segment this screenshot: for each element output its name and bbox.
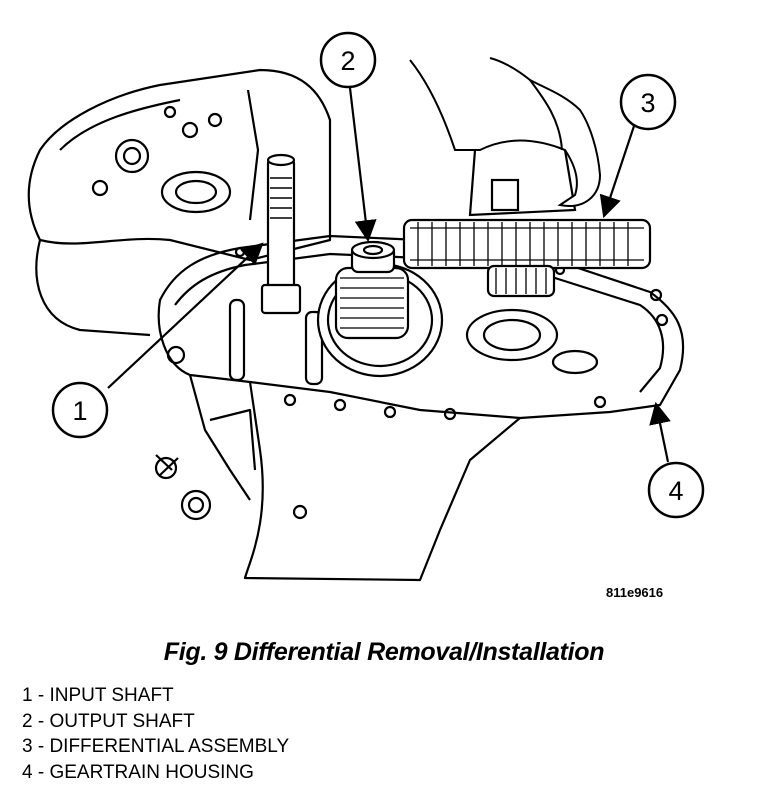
differential-assembly (402, 136, 652, 298)
legend-item: 1 - INPUT SHAFT (22, 685, 174, 706)
input-shaft (228, 153, 324, 386)
legend-item: 3 - DIFFERENTIAL ASSEMBLY (22, 736, 290, 757)
figure-id: 811e9616 (606, 585, 664, 600)
hand (409, 57, 602, 207)
transaxle-case (27, 68, 332, 337)
callout-4-label: 4 (668, 476, 683, 506)
callout-2-label: 2 (340, 46, 355, 76)
legend-item: 2 - OUTPUT SHAFT (22, 710, 195, 732)
callout-1: 1 (51, 242, 264, 439)
callout-3: 3 (599, 73, 677, 219)
callout-1-label: 1 (72, 396, 87, 426)
callout-3-label: 3 (640, 88, 655, 118)
callout-2: 2 (319, 31, 377, 243)
output-shaft (316, 240, 444, 378)
legend-item: 4 - GEARTRAIN HOUSING (22, 761, 254, 783)
legend: 1 - INPUT SHAFT 2 - OUTPUT SHAFT 3 - DIF… (22, 683, 289, 785)
transaxle-illustration: 1 2 3 4 (27, 31, 705, 582)
figure-title: Fig. 9 Differential Removal/Installation (163, 638, 605, 666)
callout-4: 4 (647, 401, 705, 519)
